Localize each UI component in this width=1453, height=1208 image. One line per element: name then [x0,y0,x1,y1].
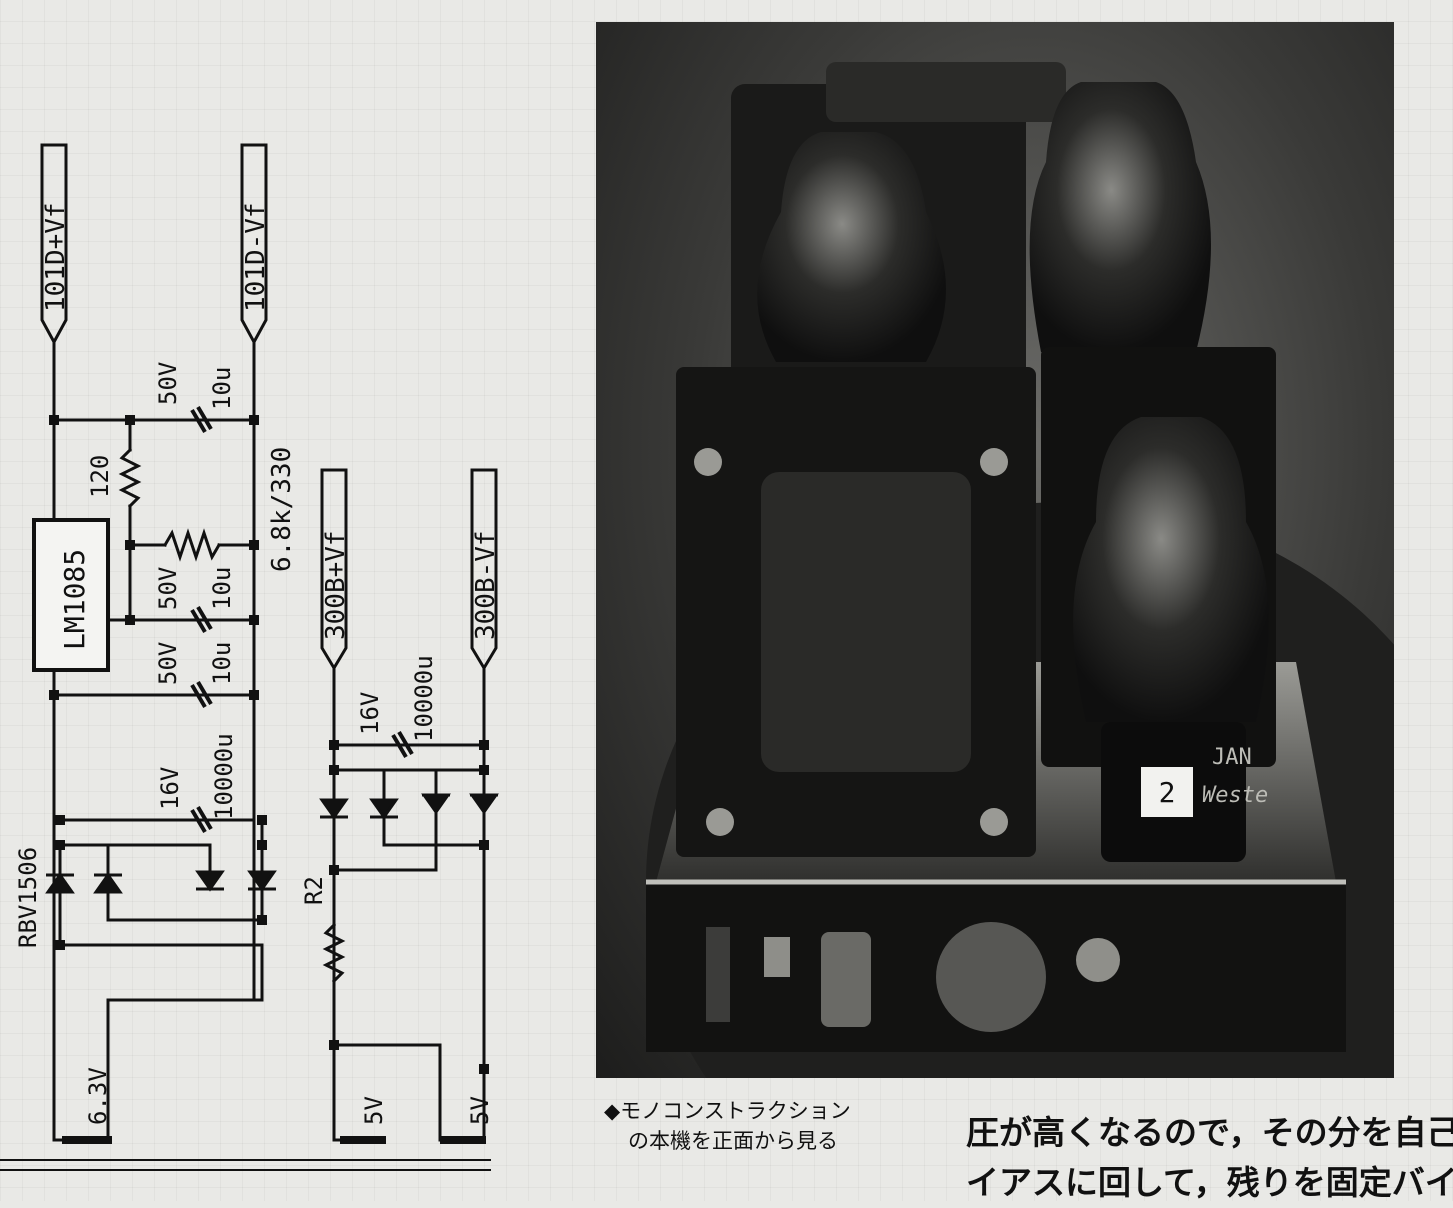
label-c2-v: 50V [154,567,182,610]
body-line-1: 圧が高くなるので，その分を自己バ [966,1113,1453,1152]
label-ac-5v-b: 5V [466,1096,494,1125]
tube-number: 2 [1159,776,1176,809]
rca-jack [1076,938,1120,982]
body-line-2: イアスに回して，残りを固定バイア [966,1163,1453,1202]
label-300b-minus: 300B-Vf [471,530,501,640]
front-tube [1073,417,1269,722]
tube-brand2: Weste [1202,783,1268,808]
regulator-box [32,518,110,672]
label-regulator: LM1085 [58,549,91,650]
tube-number-label [1141,767,1193,817]
terminal-300b-plus [320,468,348,671]
terminal-101d-plus [40,143,68,346]
front-switch [764,937,790,977]
body-text: 圧が高くなるので，その分を自己バ イアスに回して，残りを固定バイア [966,1108,1453,1208]
label-c2-c: 10u [208,567,236,610]
label-ac-6v3: 6.3V [84,1067,112,1125]
volume-knob [936,922,1046,1032]
terminal-300b-minus [470,468,498,671]
binding-post [821,932,871,1027]
rear-tube-right [1029,82,1211,352]
label-c1-c: 10u [208,367,236,410]
label-c5-v: 16V [356,692,384,735]
label-c4-v: 16V [156,767,184,810]
label-c4-c: 10000u [210,733,238,820]
rear-tube-left [757,132,946,362]
tube-brand: JAN [1212,745,1252,770]
power-supply-schematic: 101D+Vf 101D-Vf 300B+Vf 300B-Vf LM1085 R… [0,143,501,1171]
label-rdiv: 6.8k/330 [267,447,297,572]
label-r2: R2 [300,876,328,905]
label-c3-v: 50V [154,642,182,685]
terminal-101d-minus [240,143,268,346]
front-terminal-black [706,927,730,1022]
label-c1-v: 50V [154,362,182,405]
label-c5-c: 10000u [410,655,438,742]
label-ac-5v-a: 5V [360,1096,388,1125]
label-300b-plus: 300B+Vf [321,530,351,640]
label-101d-minus: 101D-Vf [241,202,271,312]
label-bridge: RBV1506 [14,847,42,948]
label-101d-plus: 101D+Vf [41,202,71,312]
label-c3-c: 10u [208,642,236,685]
caption-line-2: の本機を正面から見る [628,1129,838,1153]
caption-line-1: ◆モノコンストラクション [604,1099,851,1123]
amplifier-photo: 2 JAN Weste [596,22,1394,1078]
photo-caption: ◆モノコンストラクション の本機を正面から見る [604,1096,904,1156]
label-r120: 120 [86,455,114,498]
